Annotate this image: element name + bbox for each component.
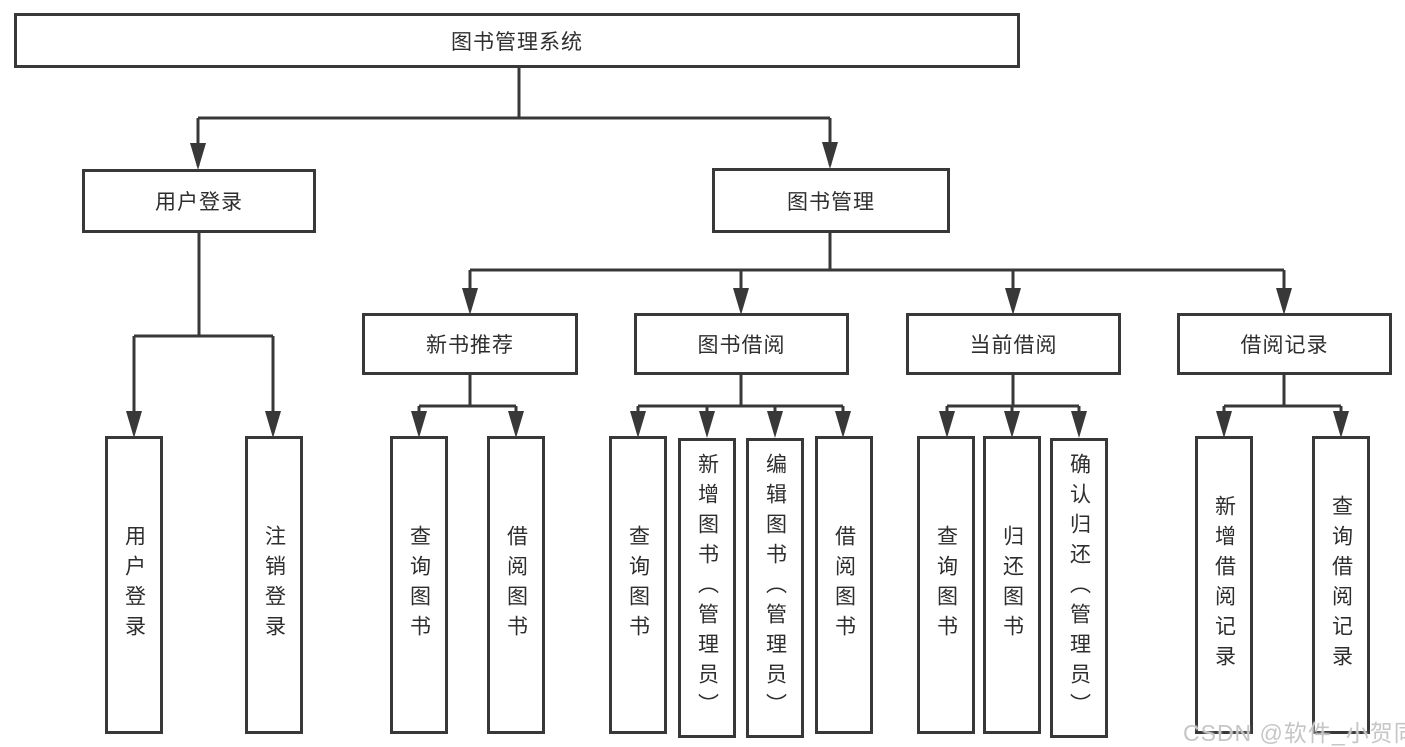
node-label: 新增图书（管理员） [695,453,719,723]
node-label: 图书管理系统 [451,30,583,54]
node-label: 确认归还（管理员） [1067,453,1091,723]
leaf-borrow-books-borrowing: 借阅图书 [815,436,873,734]
node-user-login: 用户登录 [82,169,316,233]
node-label: 借阅记录 [1240,334,1329,357]
node-label: 编辑图书（管理员） [763,453,787,723]
node-label: 注销登录 [262,525,286,645]
node-label: 查询图书 [934,525,958,645]
leaf-edit-books-admin: 编辑图书（管理员） [746,438,804,738]
leaf-borrow-books-recommend: 借阅图书 [487,436,545,734]
node-book-borrowing: 图书借阅 [634,313,849,375]
node-label: 图书管理 [787,190,875,214]
node-new-book-recommend: 新书推荐 [362,313,578,375]
leaf-user-login: 用户登录 [105,436,163,734]
node-label: 借阅图书 [832,525,856,645]
node-library-management-system: 图书管理系统 [14,13,1020,68]
arrowhead-group [126,142,1349,438]
node-label: 图书借阅 [697,334,786,357]
leaf-add-books-admin: 新增图书（管理员） [678,438,736,738]
node-label: 当前借阅 [969,334,1058,357]
node-current-borrowing: 当前借阅 [906,313,1121,375]
node-borrowing-records: 借阅记录 [1177,313,1392,375]
node-label: 用户登录 [122,525,146,645]
leaf-add-borrow-record: 新增借阅记录 [1195,436,1253,734]
node-label: 查询借阅记录 [1329,495,1353,675]
leaf-confirm-return-admin: 确认归还（管理员） [1050,438,1108,738]
leaf-query-books-recommend: 查询图书 [390,436,448,734]
leaf-query-borrow-record: 查询借阅记录 [1312,436,1370,734]
leaf-return-books: 归还图书 [983,436,1041,734]
node-label: 借阅图书 [504,525,528,645]
leaf-query-books-borrowing: 查询图书 [609,436,667,734]
leaf-query-books-current: 查询图书 [917,436,975,734]
node-label: 查询图书 [626,525,650,645]
node-label: 用户登录 [155,191,243,214]
csdn-watermark: CSDN @软件_小贺同学 [1183,720,1405,746]
node-label: 新书推荐 [426,334,514,357]
node-label: 查询图书 [407,525,431,645]
node-label: 归还图书 [1000,525,1024,645]
node-label: 新增借阅记录 [1212,495,1236,675]
leaf-logout: 注销登录 [245,436,303,734]
node-book-management: 图书管理 [712,168,950,233]
